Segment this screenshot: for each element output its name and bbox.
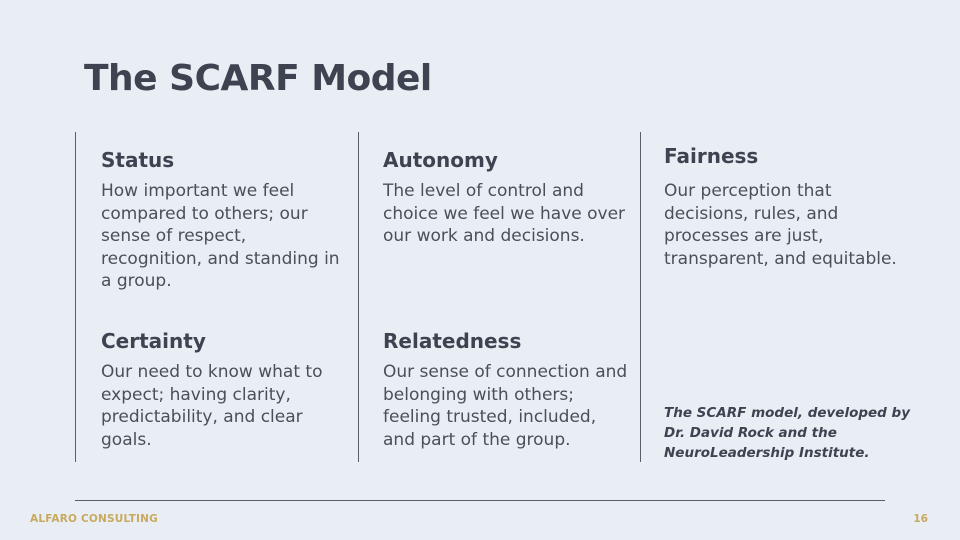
item-heading: Status bbox=[101, 148, 175, 172]
item-body: How important we feel compared to others… bbox=[101, 181, 340, 291]
item-body: Our need to know what to expect; having … bbox=[101, 362, 323, 450]
item-fairness: Fairness Our perception that decisions, … bbox=[664, 144, 914, 270]
attribution-note: The SCARF model, developed by Dr. David … bbox=[664, 405, 911, 461]
page-number: 16 bbox=[913, 513, 928, 525]
item-heading: Relatedness bbox=[383, 329, 522, 353]
item-status: Status How important we feel compared to… bbox=[101, 148, 351, 293]
item-body: Our perception that decisions, rules, an… bbox=[664, 181, 897, 269]
item-body: The level of control and choice we feel … bbox=[383, 181, 626, 246]
item-certainty: Certainty Our need to know what to expec… bbox=[101, 329, 351, 451]
divider-line-3 bbox=[640, 132, 641, 462]
item-heading: Fairness bbox=[664, 144, 759, 168]
footer-company: ALFARO CONSULTING bbox=[30, 513, 158, 525]
item-relatedness: Relatedness Our sense of connection and … bbox=[383, 329, 633, 451]
item-heading: Certainty bbox=[101, 329, 206, 353]
item-autonomy: Autonomy The level of control and choice… bbox=[383, 148, 633, 248]
item-body: Our sense of connection and belonging wi… bbox=[383, 362, 628, 450]
item-heading: Autonomy bbox=[383, 148, 498, 172]
divider-line-2 bbox=[358, 132, 359, 462]
slide-title: The SCARF Model bbox=[84, 58, 432, 99]
divider-line-1 bbox=[75, 132, 76, 462]
footer-divider bbox=[75, 500, 885, 501]
